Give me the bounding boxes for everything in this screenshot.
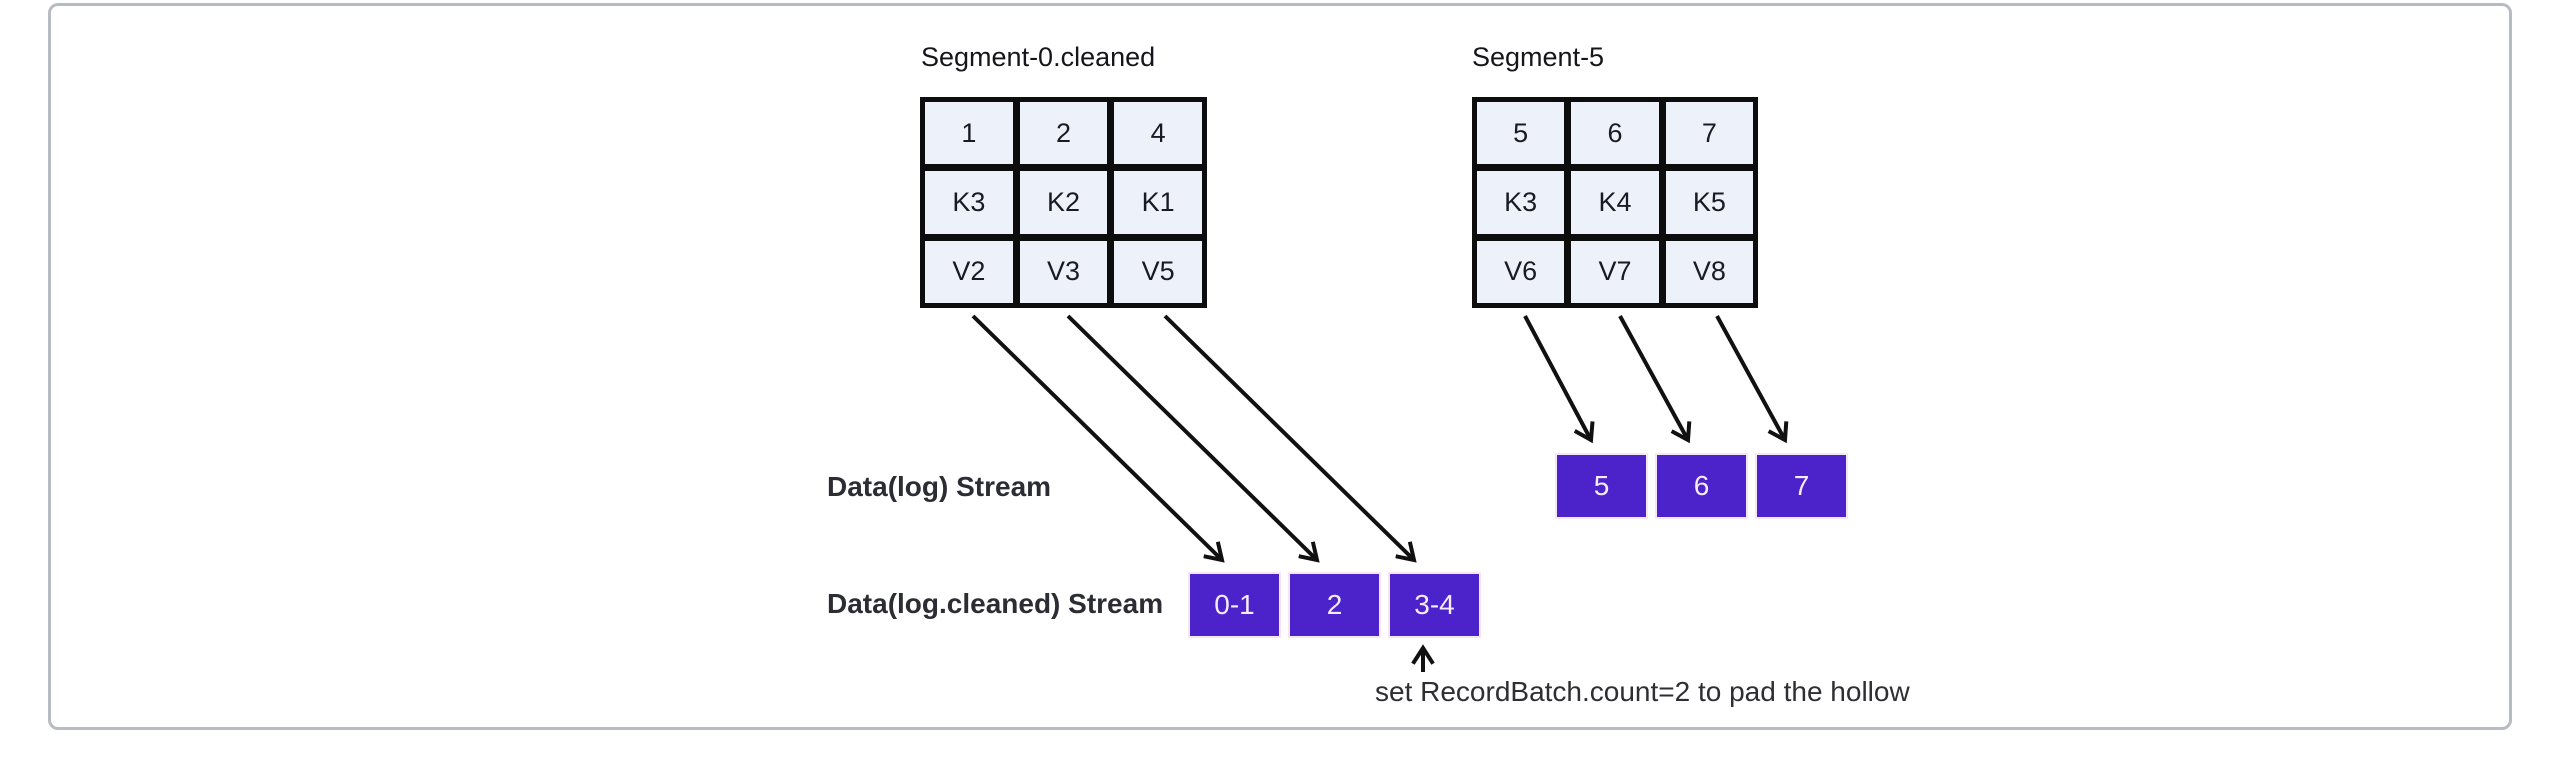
- table-cell: K3: [925, 171, 1013, 234]
- stream-box: 0-1: [1188, 572, 1281, 638]
- table-cell: V7: [1571, 240, 1659, 303]
- segment-5-table: 5 6 7 K3 K4 K5 V6 V7 V8: [1472, 97, 1758, 308]
- stream-box: 7: [1755, 453, 1848, 519]
- table-cell: 5: [1477, 102, 1565, 165]
- data-log-stream-row: 5 6 7: [1555, 453, 1848, 519]
- table-cell: K1: [1114, 171, 1202, 234]
- table-cell: 7: [1665, 102, 1753, 165]
- data-log-stream-label: Data(log) Stream: [827, 470, 1052, 502]
- table-cell: V3: [1019, 240, 1108, 303]
- stream-box: 2: [1288, 572, 1381, 638]
- table-cell: 1: [925, 102, 1013, 165]
- table-cell: V2: [925, 240, 1013, 303]
- table-cell: K4: [1571, 171, 1659, 234]
- table-cell: K5: [1665, 171, 1753, 234]
- segment-5-title: Segment-5: [1472, 42, 1605, 72]
- segment-0-table: 1 2 4 K3 K2 K1 V2 V3 V5: [920, 97, 1207, 308]
- table-cell: V8: [1665, 240, 1753, 303]
- stream-box: 3-4: [1388, 572, 1481, 638]
- table-cell: K2: [1019, 171, 1108, 234]
- stream-box: 5: [1555, 453, 1648, 519]
- table-cell: V5: [1114, 240, 1202, 303]
- data-log-cleaned-stream-row: 0-1 2 3-4: [1188, 572, 1481, 638]
- table-cell: V6: [1477, 240, 1565, 303]
- table-cell: 2: [1019, 102, 1108, 165]
- segment-0-title: Segment-0.cleaned: [921, 42, 1156, 72]
- annotation-text: set RecordBatch.count=2 to pad the hollo…: [1375, 676, 1910, 707]
- table-cell: 4: [1114, 102, 1202, 165]
- data-log-cleaned-stream-label: Data(log.cleaned) Stream: [827, 587, 1164, 619]
- stream-box: 6: [1655, 453, 1748, 519]
- table-cell: K3: [1477, 171, 1565, 234]
- table-cell: 6: [1571, 102, 1659, 165]
